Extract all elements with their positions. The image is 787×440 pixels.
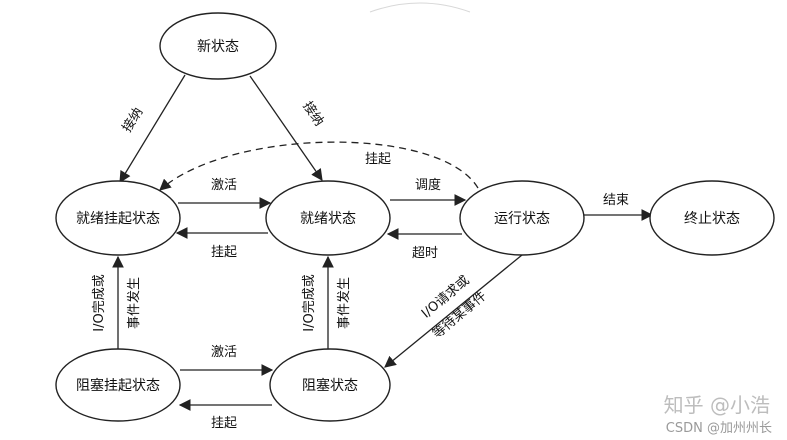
node-blocked-suspend-label: 阻塞挂起状态 xyxy=(76,377,160,394)
label-dispatch: 调度 xyxy=(415,177,441,193)
label-activate-bottom: 激活 xyxy=(211,345,237,360)
edge-new-to-ready xyxy=(249,75,323,181)
label-io-complete-mid-1: I/O完成或 xyxy=(302,274,317,331)
label-io-complete-mid-2: 事件发生 xyxy=(336,277,352,329)
node-running-label: 运行状态 xyxy=(494,211,550,227)
node-new-label: 新状态 xyxy=(197,39,239,55)
decorative-arc xyxy=(369,2,471,13)
label-admit-left: 接纳 xyxy=(119,105,146,136)
label-admit-right: 接纳 xyxy=(299,99,327,130)
node-ready-suspend-label: 就绪挂起状态 xyxy=(76,211,160,227)
watermark-csdn: CSDN @加州州长 xyxy=(666,421,772,436)
edge-io-request xyxy=(384,254,523,368)
label-suspend-bottom: 挂起 xyxy=(211,416,237,431)
label-suspend-dashed: 挂起 xyxy=(365,152,391,167)
node-new: 新状态 xyxy=(159,12,277,80)
label-io-complete-left-2: 事件发生 xyxy=(126,277,142,329)
node-running: 运行状态 xyxy=(459,180,585,256)
label-suspend-mid: 挂起 xyxy=(211,245,237,260)
node-ready: 就绪状态 xyxy=(265,180,391,256)
node-terminated-label: 终止状态 xyxy=(684,211,740,227)
label-timeout: 超时 xyxy=(412,246,438,261)
node-blocked: 阻塞状态 xyxy=(269,348,391,422)
label-activate-top: 激活 xyxy=(211,178,237,193)
node-blocked-suspend: 阻塞挂起状态 xyxy=(55,348,181,422)
node-ready-suspend: 就绪挂起状态 xyxy=(55,180,181,256)
node-blocked-label: 阻塞状态 xyxy=(302,377,358,394)
node-terminated: 终止状态 xyxy=(649,180,775,256)
edge-running-to-ready-suspend xyxy=(159,141,479,191)
label-exit: 结束 xyxy=(603,193,629,208)
node-ready-label: 就绪状态 xyxy=(300,211,356,227)
edge-new-to-ready-suspend xyxy=(119,74,186,183)
label-io-complete-left-1: I/O完成或 xyxy=(92,274,107,331)
watermark-zhihu: 知乎 @小浩 xyxy=(664,393,770,417)
